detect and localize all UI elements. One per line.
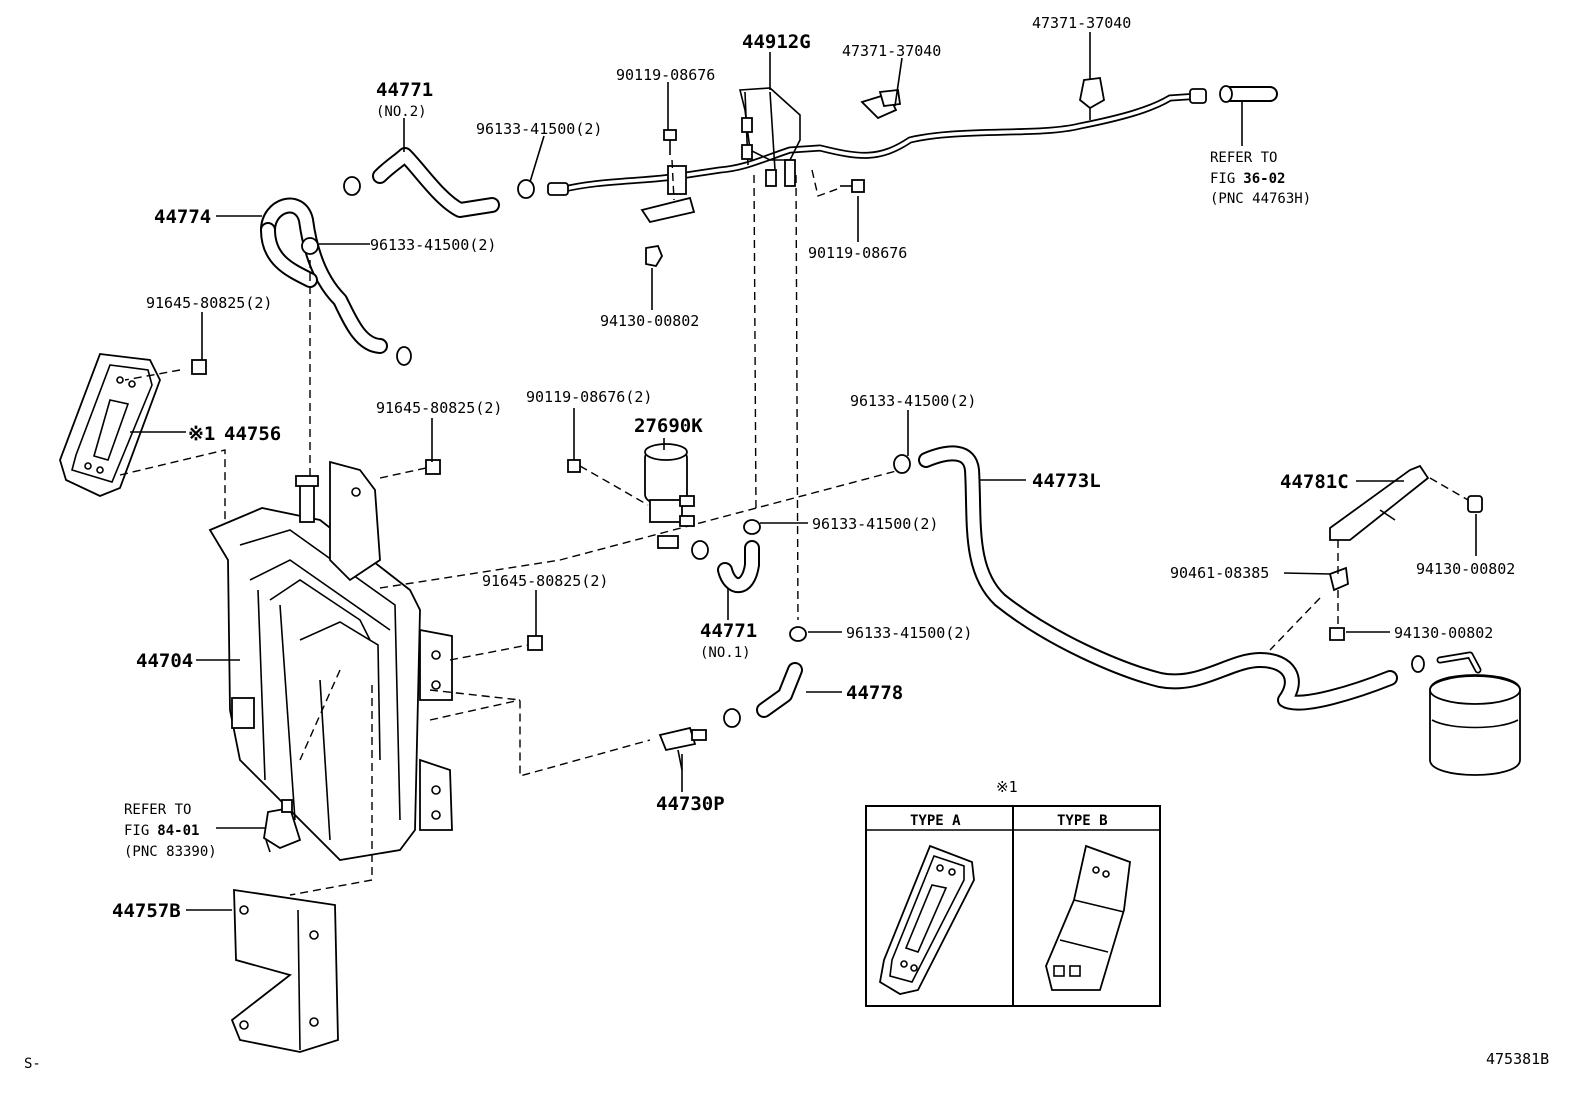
- label-94130-c: 94130-00802: [1394, 624, 1493, 642]
- upper-pipe-assembly: [547, 77, 1278, 621]
- label-96133-b: 96133-41500(2): [370, 236, 496, 254]
- tank-44704: [208, 459, 901, 896]
- label-44756-mark: ※1: [188, 423, 215, 445]
- label-44757b: 44757B: [112, 900, 181, 922]
- refer-a-fig: FIG: [1210, 171, 1235, 187]
- label-44912g: 44912G: [742, 31, 811, 53]
- bracket-44781c: [1269, 464, 1483, 651]
- label-27690k: 27690K: [634, 415, 703, 437]
- label-44704: 44704: [136, 650, 193, 672]
- refer-b-line1: REFER TO: [124, 802, 191, 818]
- hose-44771-no2: [343, 147, 535, 218]
- sensor-83390: [263, 799, 302, 853]
- label-96133-d: 96133-41500(2): [850, 392, 976, 410]
- label-96133-a: 96133-41500(2): [476, 120, 602, 138]
- corner-right-code: 475381B: [1486, 1050, 1549, 1068]
- label-91645-a: 91645-80825(2): [146, 294, 272, 312]
- label-47371-b: 47371-37040: [1032, 14, 1131, 32]
- type-inset: [865, 805, 1161, 1007]
- label-44773l: 44773L: [1032, 470, 1101, 492]
- inset-type-a: TYPE A: [910, 813, 961, 829]
- bracket-44757b: [230, 888, 339, 1053]
- label-90119-a: 90119-08676: [616, 66, 715, 84]
- refer-b-num: 84-01: [157, 823, 199, 839]
- label-44756: 44756: [224, 423, 281, 445]
- refer-b-fig: FIG: [124, 823, 149, 839]
- label-91645-b: 91645-80825(2): [376, 399, 502, 417]
- hose-44774: [260, 197, 412, 480]
- plate-44756: [59, 353, 226, 528]
- leader-lines: [130, 32, 1477, 911]
- refer-a-line1: REFER TO: [1210, 150, 1277, 166]
- corner-left-code: S-: [24, 1056, 41, 1072]
- label-44778: 44778: [846, 682, 903, 704]
- label-44774: 44774: [154, 206, 211, 228]
- label-94130-a: 94130-00802: [600, 312, 699, 330]
- label-96133-e: 96133-41500(2): [846, 624, 972, 642]
- label-44730p: 44730P: [656, 793, 725, 815]
- label-90119-c: 90119-08676(2): [526, 388, 652, 406]
- label-44771-mid: 44771: [700, 620, 757, 642]
- label-44771-mid-sub: (NO.1): [700, 645, 751, 661]
- label-96133-c: 96133-41500(2): [812, 515, 938, 533]
- valve-44730p: [658, 726, 707, 771]
- refer-b-line2: FIG 84-01: [124, 823, 199, 839]
- refer-a-line2: FIG 36-02: [1210, 171, 1285, 187]
- hose-44778: [723, 626, 807, 728]
- canister: [1411, 651, 1521, 776]
- label-44781c: 44781C: [1280, 471, 1349, 493]
- inset-mark: ※1: [996, 778, 1018, 796]
- label-44771-top: 44771: [376, 79, 433, 101]
- label-47371-a: 47371-37040: [842, 42, 941, 60]
- part-labels: 44912G 47371-37040 47371-37040 90119-086…: [24, 14, 1549, 1072]
- refer-b-line3: (PNC 83390): [124, 844, 217, 860]
- label-90119-b: 90119-08676: [808, 244, 907, 262]
- refer-a-line3: (PNC 44763H): [1210, 191, 1311, 207]
- hose-44771-no1: [691, 519, 761, 594]
- vsv-27690k: [567, 443, 695, 549]
- hose-44773l: [893, 445, 1398, 711]
- label-94130-b: 94130-00802: [1416, 560, 1515, 578]
- refer-a-num: 36-02: [1243, 171, 1285, 187]
- label-44771-top-sub: (NO.2): [376, 104, 427, 120]
- inset-type-b: TYPE B: [1057, 813, 1108, 829]
- label-91645-c: 91645-80825(2): [482, 572, 608, 590]
- label-90461: 90461-08385: [1170, 564, 1269, 582]
